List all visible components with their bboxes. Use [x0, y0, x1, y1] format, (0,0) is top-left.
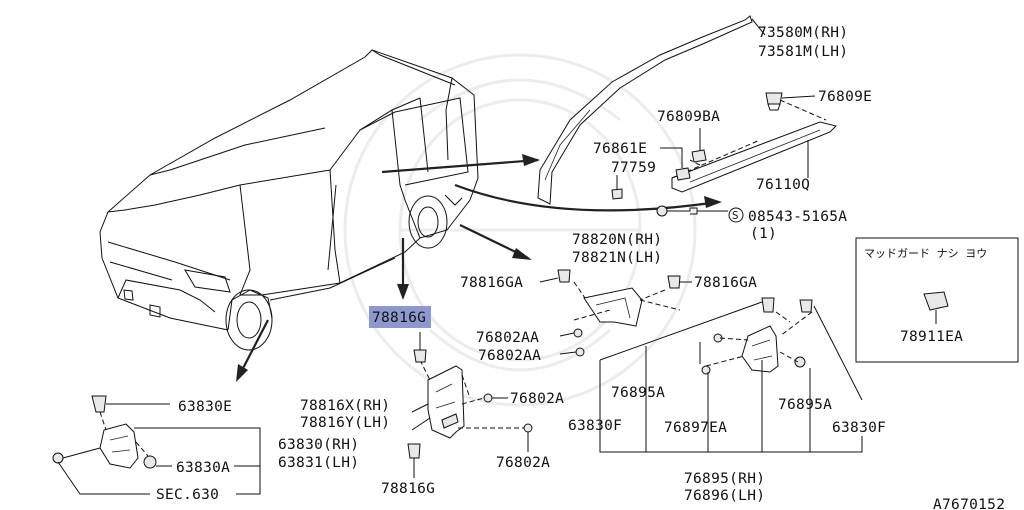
- label-63830a[interactable]: 63830A: [176, 460, 230, 476]
- clip-76809ba: [691, 128, 707, 163]
- label-76897ea[interactable]: 76897EA: [664, 420, 727, 436]
- label-78816y[interactable]: 78816Y(LH): [300, 415, 390, 431]
- bracket-63830: [57, 427, 261, 495]
- label-63830e[interactable]: 63830E: [178, 399, 232, 415]
- label-78820n[interactable]: 78820N(RH): [572, 232, 662, 248]
- label-76110q[interactable]: 76110Q: [756, 177, 810, 193]
- watermark-logo: [343, 53, 697, 407]
- label-76861e[interactable]: 76861E: [593, 141, 647, 157]
- label-sec630[interactable]: SEC.630: [156, 487, 219, 503]
- s-mark: S: [732, 209, 739, 222]
- label-76802a-2[interactable]: 76802A: [496, 455, 550, 471]
- label-78816x[interactable]: 78816X(RH): [300, 398, 390, 414]
- screw-76802aa: [559, 328, 585, 357]
- label-76809ba[interactable]: 76809BA: [657, 109, 720, 125]
- inset-title: マッドガード ナシ ヨウ: [864, 247, 987, 260]
- screw-76802a: [458, 393, 533, 452]
- roof-molding: [537, 15, 766, 205]
- label-63830f-right[interactable]: 63830F: [832, 420, 886, 436]
- clip-78816ga-left: [539, 269, 571, 283]
- label-76802aa-1[interactable]: 76802AA: [476, 330, 539, 346]
- clip-78816g-bottom: [407, 443, 421, 478]
- label-78821n[interactable]: 78821N(LH): [572, 250, 662, 266]
- label-78911ea[interactable]: 78911EA: [900, 329, 963, 345]
- clip-78816ga-right: [667, 275, 692, 289]
- leader-78816x: [411, 403, 431, 431]
- label-76802aa-2[interactable]: 76802AA: [478, 348, 541, 364]
- label-76895a-right[interactable]: 76895A: [778, 397, 832, 413]
- label-78816g-bottom[interactable]: 78816G: [381, 481, 435, 497]
- mudguard-78816x: [419, 359, 471, 439]
- part-highlight: [369, 306, 431, 328]
- label-73580m[interactable]: 73580M(RH): [758, 25, 848, 41]
- label-78816ga-right[interactable]: 78816GA: [694, 275, 757, 291]
- mudguard-76895: [701, 297, 813, 375]
- clip-76861e: [660, 147, 691, 181]
- label-08543-qty: (1): [750, 226, 777, 242]
- label-76809e[interactable]: 76809E: [818, 89, 872, 105]
- label-73581m[interactable]: 73581M(LH): [758, 44, 848, 60]
- label-63830-rh[interactable]: 63830(RH): [278, 437, 359, 453]
- label-77759[interactable]: 77759: [611, 160, 656, 176]
- clip-77759: [611, 175, 623, 200]
- label-78816g-top[interactable]: 78816G: [372, 310, 426, 326]
- mudguard-78820n: [573, 281, 681, 327]
- label-08543[interactable]: 08543-5165A: [748, 209, 847, 225]
- label-76896-lh[interactable]: 76896(LH): [684, 488, 765, 504]
- part-labels: 73580M(RH) 73581M(LH) 76809E 76809BA 768…: [156, 25, 1005, 510]
- clip-76809e: [765, 92, 816, 111]
- mudguard-63830: [52, 395, 172, 469]
- diagram-id: A7670152: [933, 497, 1005, 510]
- label-76895-rh[interactable]: 76895(RH): [684, 471, 765, 487]
- label-63831-lh[interactable]: 63831(LH): [278, 455, 359, 471]
- inset-box: [855, 237, 1019, 363]
- sill-molding: [671, 99, 837, 193]
- label-78816ga-left[interactable]: 78816GA: [460, 275, 523, 291]
- screw-08543: [656, 205, 744, 223]
- bracket-76895: [599, 301, 863, 453]
- label-63830f-left[interactable]: 63830F: [568, 418, 622, 434]
- pointer-arrows: [236, 154, 722, 382]
- clip-78816g-top: [413, 332, 427, 363]
- vehicle-illustration: [99, 49, 479, 351]
- label-76802a-1[interactable]: 76802A: [510, 391, 564, 407]
- label-76895a-left[interactable]: 76895A: [611, 385, 665, 401]
